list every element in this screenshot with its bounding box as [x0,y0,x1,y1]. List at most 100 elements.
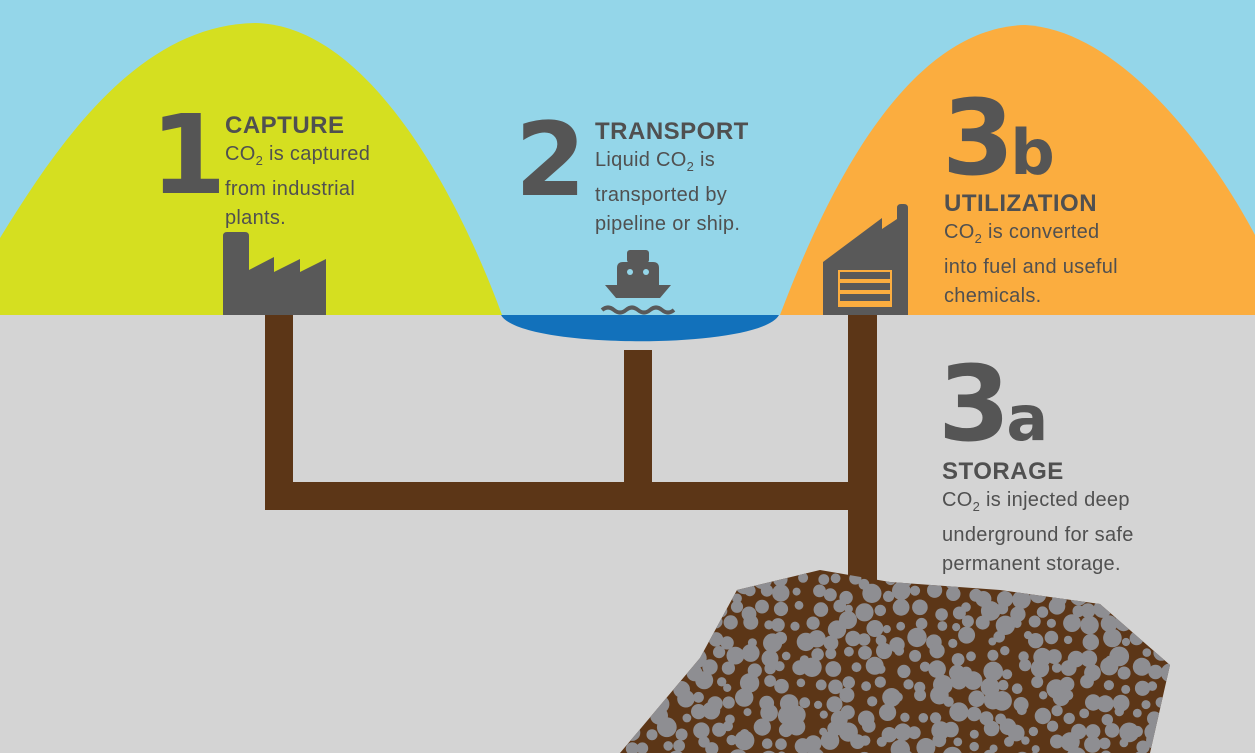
rock-pebble [1028,633,1044,649]
rock-pebble [840,705,855,720]
rock-pebble [741,644,760,662]
rock-pebble [761,738,773,749]
step-3b-number: 3b [942,77,1055,199]
rock-pebble [828,679,843,695]
rock-pebble [876,664,886,674]
rock-pebble [935,608,948,621]
rock-pebble [1060,660,1077,676]
rock-pebble [1034,707,1052,725]
rock-pebble [975,615,990,630]
pipeline [265,310,877,585]
rock-pebble [1136,740,1150,753]
rock-pebble [882,625,891,634]
rock-pebble [755,599,769,614]
rock-pebble [1028,726,1039,737]
rock-pebble [943,721,959,738]
rock-pebble [879,703,897,722]
rock-pebble [730,600,744,613]
rock-pebble [705,742,719,753]
storage-title: STORAGE [942,458,1064,485]
rock-pebble [844,604,853,614]
rock-pebble [1031,676,1044,688]
rock-pebble [814,700,823,710]
rock-pebble [1131,725,1143,738]
rock-pebble [946,586,961,601]
rock-pebble [1082,633,1100,651]
storage-block: STORAGE CO2 is injected deep underground… [942,458,1134,579]
rock-pebble [743,708,752,717]
rock-pebble [943,696,954,707]
rock-pebble [862,583,882,604]
rock-pebble [1012,619,1022,628]
rock-pebble [717,677,727,687]
rock-pebble [967,706,982,722]
rock-pebble [997,679,1009,691]
capture-block: CAPTURE CO2 is captured from industrial … [225,112,370,233]
rock-pebble [823,588,837,602]
rock-pebble [952,623,961,632]
rock-pebble [713,646,726,659]
rock-pebble [798,572,809,583]
storage-description: CO2 is injected deep underground for saf… [942,489,1134,575]
rock-pebble [808,630,826,648]
rock-pebble [1063,712,1075,725]
rock-pebble [764,620,774,630]
rock-pebble [1046,649,1062,665]
rock-pebble [894,645,905,656]
utilization-description: CO2 is converted into fuel and useful ch… [944,221,1118,307]
rock-pebble [845,630,861,647]
rock-pebble [760,703,778,722]
rock-pebble [1063,690,1074,701]
rock-pebble [1016,705,1027,716]
rock-pebble [909,649,922,662]
rock-pebble [774,631,787,645]
rock-pebble [781,651,791,661]
rock-pebble [992,691,1012,711]
rock-pebble [1046,618,1056,628]
rock-pebble [799,697,811,709]
rock-pebble [969,741,979,752]
rock-pebble [1051,705,1063,717]
rock-pebble [874,604,886,617]
rock-pebble [980,601,1001,621]
rock-pebble [677,690,695,708]
rock-pebble [764,662,776,675]
rock-pebble [969,729,979,739]
rock-pebble [1104,723,1120,738]
ship-icon [600,250,676,315]
rock-pebble [839,611,857,629]
rock-pebble [1063,635,1073,645]
rock-pebble [646,729,658,741]
rock-pebble [726,646,745,665]
rock-pebble [893,692,903,703]
rock-pebble [823,635,839,651]
rock-pebble [826,696,843,713]
rock-pebble [1100,657,1119,676]
rock-pebble [949,702,969,722]
rock-pebble [702,659,718,675]
rock-pebble [1021,736,1030,745]
rock-pebble [1059,676,1075,692]
rock-pebble [1011,683,1023,694]
rock-pebble [963,671,983,690]
rock-pebble [968,690,985,707]
rock-pebble [1000,646,1010,656]
rock-pebble [712,722,727,737]
rock-pebble [896,621,906,631]
rock-pebble [663,741,673,751]
rock-pebble [773,601,789,617]
rock-pebble [802,657,822,677]
capture-description: CO2 is captured from industrial plants. [225,143,371,229]
rock-pebble [1044,630,1059,645]
rock-pebble [1132,708,1142,718]
rock-pebble [743,614,759,630]
refinery-icon [823,204,908,315]
step-3a-number: 3a [938,343,1049,465]
rock-pebble [723,615,738,630]
rock-pebble [857,633,871,646]
rock-pebble [825,661,842,677]
rock-pebble [842,676,855,689]
rock-pebble [875,634,887,646]
rock-pebble [914,689,927,702]
